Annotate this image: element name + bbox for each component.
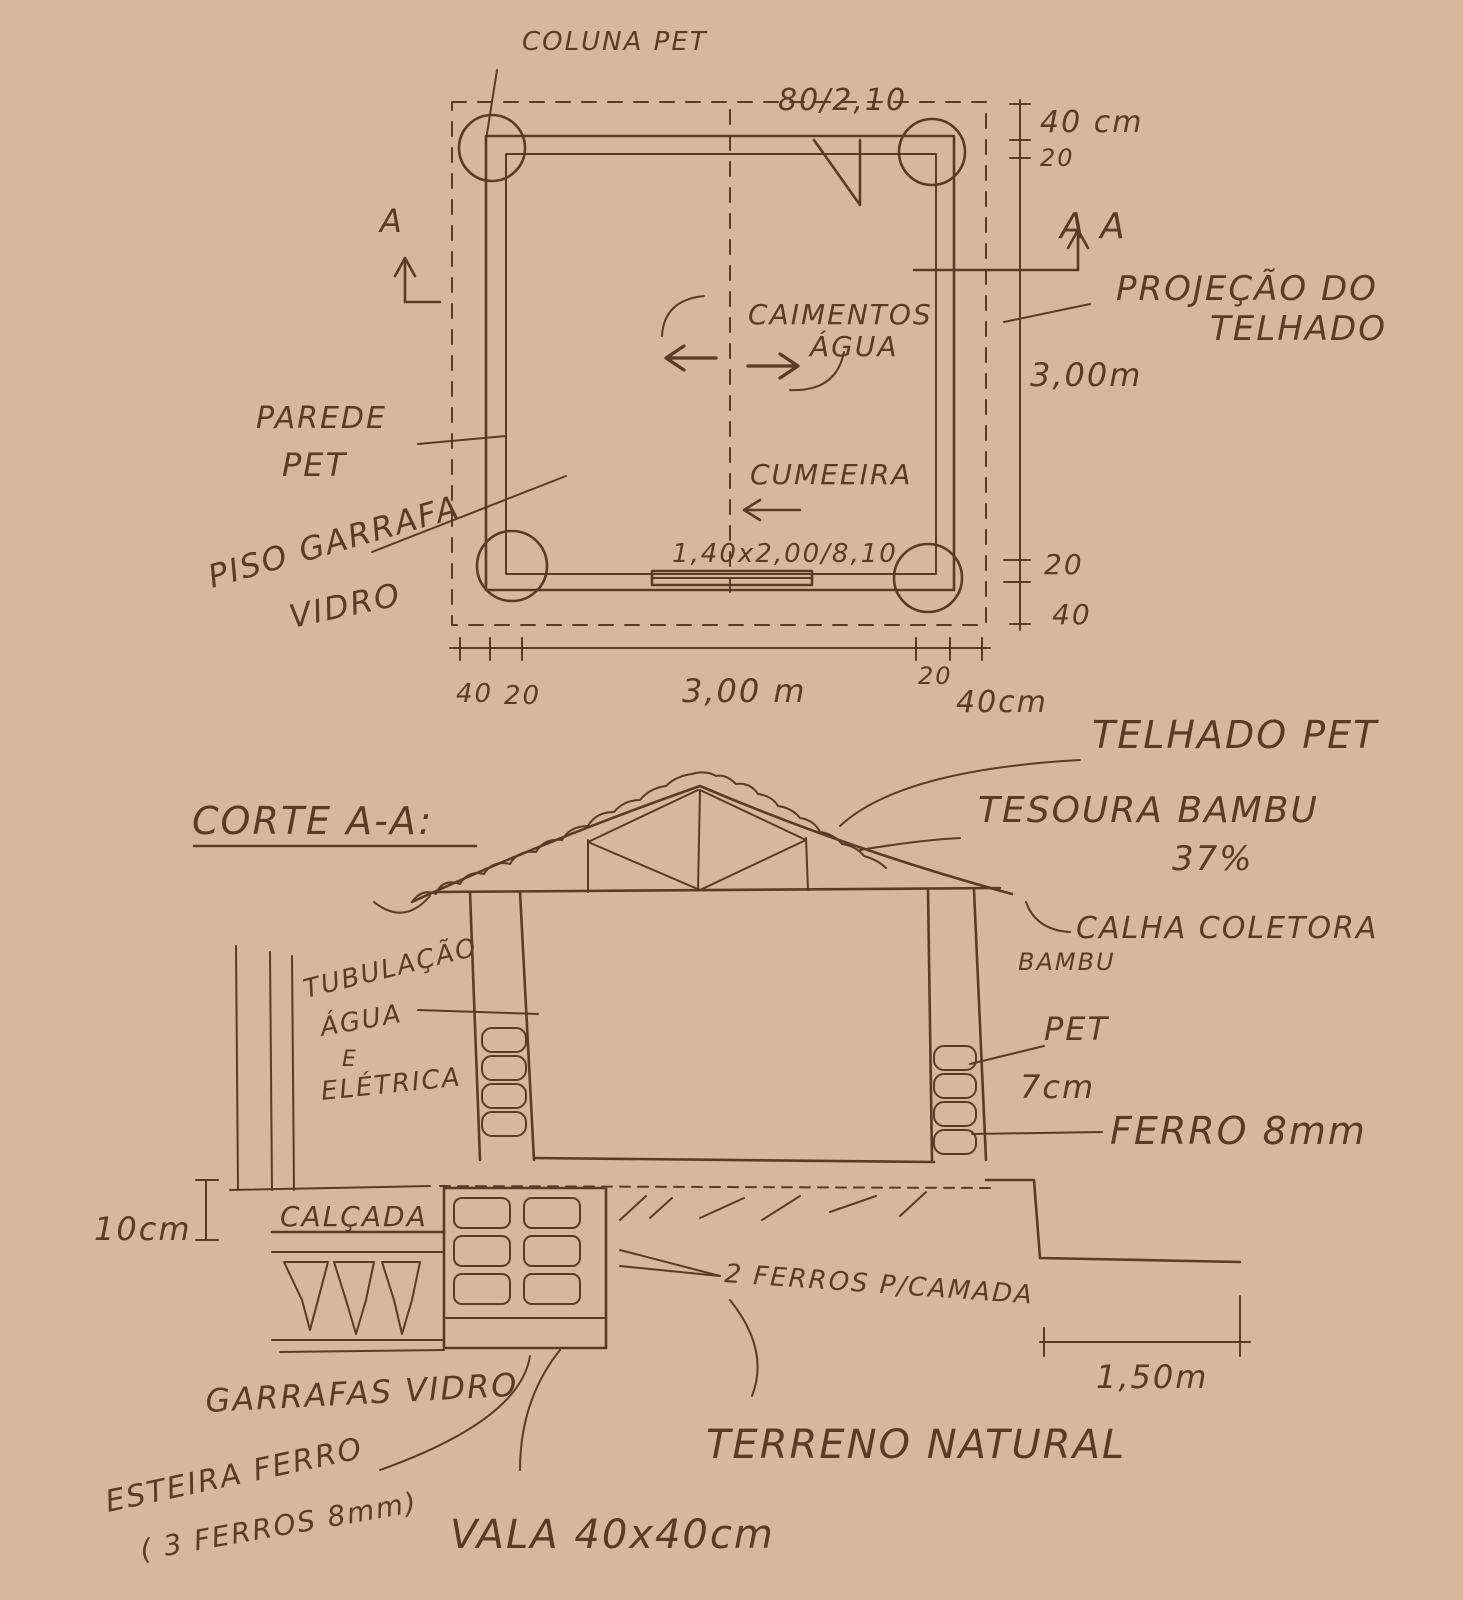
ground-level-dashed — [439, 1185, 991, 1189]
label-section-a-left: A — [378, 202, 404, 240]
label-window-size: 1,40x2,00/8,10 — [672, 539, 898, 569]
roof-projection-outline — [451, 101, 987, 626]
plan-labels: COLUNA PET 80/2,10 40 cm 20 A A A PROJEÇ… — [204, 27, 1387, 720]
label-caimentos-1: CAIMENTOS — [748, 298, 933, 331]
right-ground-step — [984, 1178, 1242, 1264]
truss-bottom-chord — [434, 886, 1002, 894]
pipe-line-1 — [235, 945, 239, 1191]
glass-bottle-1 — [283, 1261, 329, 1331]
section-mark-right — [912, 228, 1090, 272]
section-labels: CORTE A-A: TELHADO PET TESOURA BAMBU 37%… — [94, 713, 1379, 1567]
right-wall-outer — [972, 888, 988, 1162]
label-telhado-pet: TELHADO PET — [1092, 713, 1379, 757]
label-tubulacao-3: E — [342, 1047, 358, 1072]
label-dim-7cm: 7cm — [1020, 1068, 1095, 1106]
label-section-a-right: A A — [1058, 206, 1127, 247]
label-pet: PET — [1044, 1010, 1110, 1048]
label-tesoura-2: 37% — [1172, 839, 1254, 879]
label-bottom-40cm: 40cm — [956, 685, 1048, 720]
label-tubulacao-1: TUBULAÇÃO — [300, 931, 481, 1005]
label-bottom-20-left: 20 — [504, 681, 541, 711]
label-dim-20: 20 — [1040, 144, 1075, 172]
label-door-size: 80/2,10 — [778, 83, 907, 118]
label-bottom-20-right: 20 — [918, 662, 953, 690]
slope-arrow-left — [664, 344, 718, 372]
label-bottom-40: 40 — [456, 679, 493, 709]
left-wall-inner — [518, 890, 536, 1162]
label-piso-1: PISO GARRAFA — [204, 488, 464, 596]
earth-hatch — [619, 1191, 927, 1221]
floor-plan — [371, 69, 1091, 661]
pet-column-top-left — [457, 113, 527, 183]
label-garrafas-vidro: GARRAFAS VIDRO — [204, 1366, 519, 1420]
wall-inner-line — [505, 153, 937, 575]
label-caimentos-2: ÁGUA — [808, 329, 899, 363]
label-projecao-1: PROJEÇÃO DO — [1116, 269, 1378, 309]
label-tubulacao-4: ELÉTRICA — [319, 1060, 462, 1107]
pet-column-bottom-right — [892, 542, 964, 614]
label-dim-300-right: 3,00m — [1030, 356, 1142, 394]
slope-arrow-right — [746, 352, 800, 380]
label-parede-2: PET — [282, 446, 348, 484]
left-eave — [373, 895, 431, 914]
label-dim-150: 1,50m — [1096, 1358, 1208, 1396]
label-parede-1: PAREDE — [256, 401, 387, 436]
label-tubulacao-2: ÁGUA — [316, 997, 405, 1043]
label-ferro-8mm: FERRO 8mm — [1110, 1109, 1367, 1153]
label-corte-title: CORTE A-A: — [192, 799, 433, 843]
pet-column-bottom-left — [475, 529, 549, 603]
label-vala: VALA 40x40cm — [450, 1512, 775, 1558]
label-dim-10cm: 10cm — [94, 1210, 191, 1248]
ridge-pointer-arrow — [742, 498, 802, 522]
glass-bottle-3 — [381, 1261, 421, 1335]
section-a-a — [192, 759, 1251, 1471]
glass-bottle-2 — [333, 1261, 375, 1335]
section-mark-left — [393, 256, 442, 304]
wall-pet-bottles — [481, 1027, 977, 1155]
label-dim-20-lower: 20 — [1044, 548, 1084, 581]
label-dim-40-lower: 40 — [1052, 598, 1092, 631]
label-bottom-300: 3,00 m — [682, 672, 807, 710]
label-calcada: CALÇADA — [280, 1200, 428, 1233]
pet-column-top-right — [897, 117, 967, 187]
door-swing — [812, 138, 862, 207]
label-projecao-2: TELHADO — [1210, 309, 1387, 349]
label-piso-2: VIDRO — [286, 575, 405, 636]
label-calha-2: BAMBU — [1018, 948, 1116, 976]
label-tesoura-1: TESOURA BAMBU — [978, 790, 1319, 831]
label-coluna-pet: COLUNA PET — [522, 27, 708, 57]
foundation-trench — [442, 1186, 608, 1350]
wall-outer-line — [484, 134, 956, 592]
left-wall-outer — [468, 890, 482, 1162]
roof-tiles-pet — [411, 771, 887, 903]
label-dim-40cm: 40 cm — [1040, 105, 1143, 140]
label-terreno-natural: TERRENO NATURAL — [706, 1422, 1126, 1468]
label-ferros-camada: 2 FERROS P/CAMADA — [724, 1259, 1035, 1311]
label-calha-1: CALHA COLETORA — [1076, 911, 1378, 946]
floor-slab — [532, 1156, 936, 1164]
right-wall-inner — [926, 888, 934, 1162]
label-cumeeira: CUMEEIRA — [750, 458, 912, 491]
